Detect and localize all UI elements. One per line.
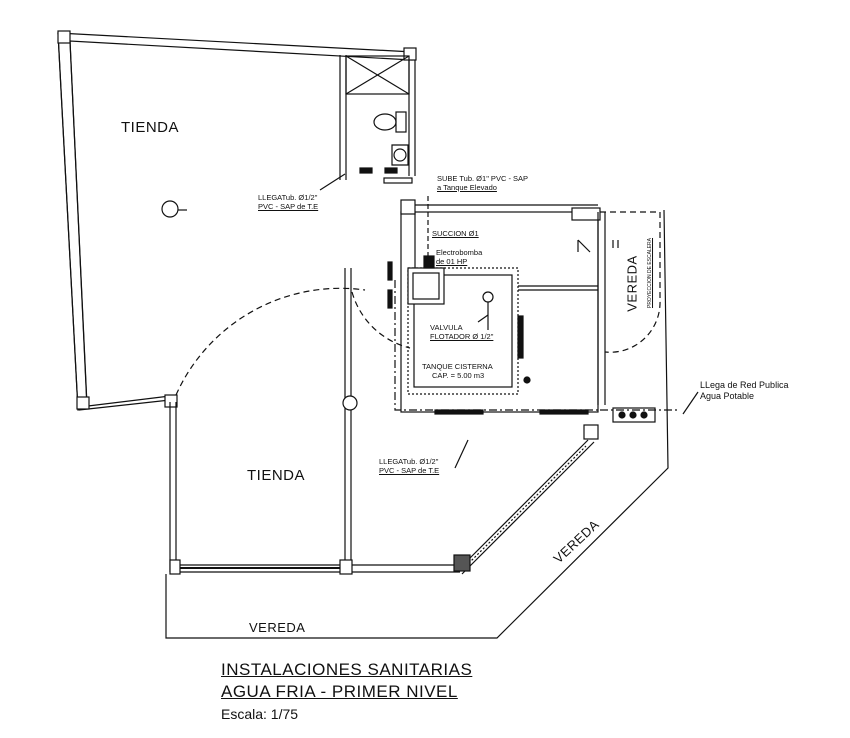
pump	[423, 255, 435, 269]
column-round	[342, 395, 358, 411]
sube-line2: a Tanque Elevado	[437, 183, 497, 192]
valvula-line1: VALVULA	[430, 323, 463, 332]
valvula-line2: FLOTADOR Ø 1/2"	[430, 332, 494, 341]
electrobomba-line1: Electrobomba	[436, 248, 483, 257]
column-bottom-left	[76, 396, 90, 410]
cistern-room	[400, 211, 599, 413]
room-label-bottom: TIENDA	[247, 467, 306, 484]
drawing-title-line1: INSTALACIONES SANITARIAS	[221, 660, 473, 679]
red-publica-line1: LLega de Red Publica	[700, 380, 789, 390]
llegada-top-line1: LLEGATub. Ø1/2"	[258, 193, 318, 202]
proyeccion-label: PROYECCION DE ESCALERA	[647, 237, 654, 309]
electrobomba-line2: de 01 HP	[436, 257, 468, 266]
room-marker-top	[161, 200, 179, 218]
drawing-scale: Escala: 1/75	[221, 706, 299, 722]
drawing-title-line2: AGUA FRIA - PRIMER NIVEL	[221, 682, 458, 701]
llegada-top-line2: PVC - SAP de T.E	[258, 202, 319, 211]
red-publica-line2: Agua Potable	[700, 391, 755, 401]
llegada-mid-line2: PVC - SAP de T.E	[379, 466, 440, 475]
tanque-line2: CAP. = 5.00 m3	[432, 371, 485, 380]
column-top-left	[57, 30, 71, 44]
shower	[345, 55, 410, 95]
float-valve	[482, 291, 494, 303]
sidewalk-outline	[165, 209, 669, 639]
column-mid	[164, 394, 178, 408]
pump-box	[407, 267, 445, 305]
llegada-mid-line1: LLEGATub. Ø1/2"	[379, 457, 439, 466]
room-label-top: TIENDA	[121, 119, 180, 136]
door-swing-top	[175, 287, 366, 396]
vereda-label-bottom: VEREDA	[249, 620, 306, 635]
toilet	[373, 113, 397, 131]
succion-label: SUCCION Ø1	[432, 229, 479, 238]
hatched-column	[453, 554, 471, 572]
wall-top-left-room	[57, 32, 414, 411]
sube-line1: SUBE Tub. Ø1" PVC - SAP	[437, 174, 529, 183]
vereda-label-right: VEREDA	[624, 255, 640, 312]
sink	[391, 144, 409, 166]
water-meter	[612, 407, 656, 423]
tanque-line1: TANQUE CISTERNA	[422, 362, 493, 371]
